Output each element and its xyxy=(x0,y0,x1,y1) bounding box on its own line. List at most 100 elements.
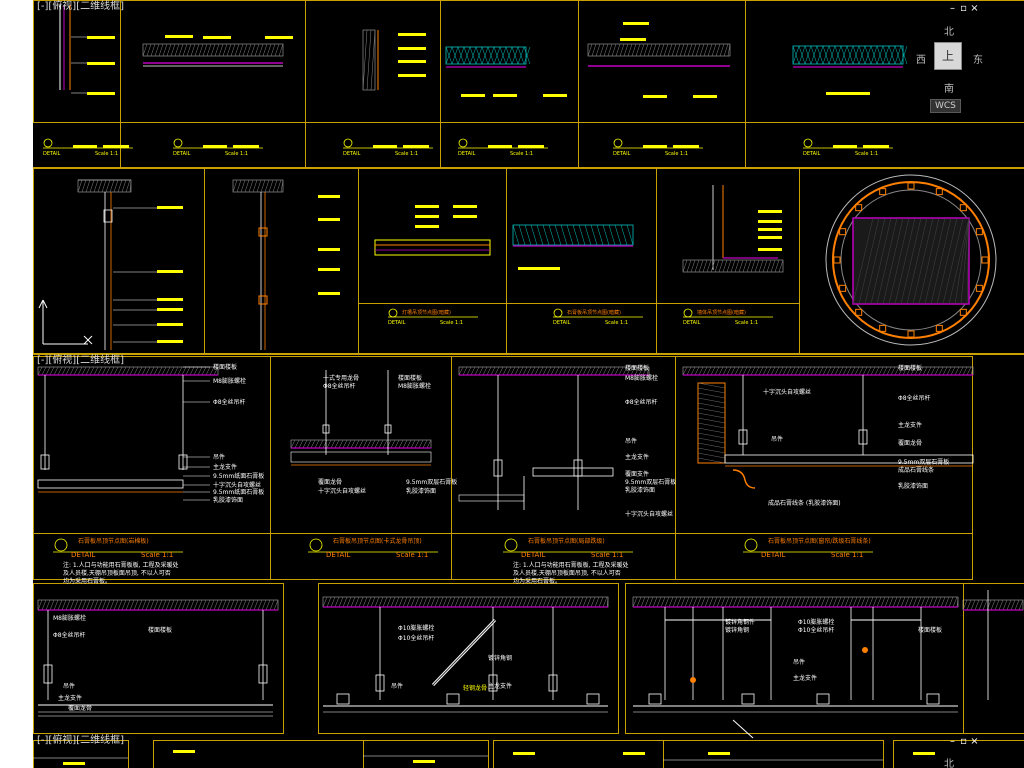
hatch-line xyxy=(772,596,778,608)
hatch-line xyxy=(697,387,726,394)
hatch-line xyxy=(177,599,183,611)
hatch-line xyxy=(73,599,79,611)
hatch-line xyxy=(560,224,568,246)
hatch-line xyxy=(954,217,970,305)
label-bar xyxy=(87,36,115,39)
hatch-line xyxy=(932,596,938,608)
hanger-bracket xyxy=(493,459,503,477)
frame-cell xyxy=(963,583,1024,734)
hatch-line xyxy=(699,43,705,57)
hatch-line xyxy=(326,439,332,449)
compass-east[interactable]: 东 xyxy=(973,55,983,66)
frame-cell xyxy=(33,0,121,123)
hatch-line xyxy=(326,596,332,608)
hatch-line xyxy=(912,217,934,305)
frame-cell xyxy=(358,168,507,354)
close-button[interactable]: × xyxy=(970,736,979,747)
hatch-line xyxy=(655,43,661,57)
hatch-line xyxy=(606,366,612,376)
compass-west[interactable]: 西 xyxy=(916,55,926,66)
viewport-label-middle[interactable]: [-][俯视][二维线框] xyxy=(37,355,125,366)
viewport-label-top[interactable]: [-][俯视][二维线框] xyxy=(37,1,125,12)
viewcube-top-face[interactable]: 上 xyxy=(934,42,962,70)
label-bar xyxy=(826,92,848,95)
hatch-line xyxy=(810,45,818,65)
compass-north[interactable]: 北 xyxy=(944,27,954,38)
detail-caption: DETAIL xyxy=(521,551,545,559)
hatch-line xyxy=(69,599,75,611)
hatch-line xyxy=(754,366,760,376)
label-bar xyxy=(758,228,782,231)
detail-note: 注: 1.人口与功能用石膏板板, 工程及采暖处及人员楼,天棚吊顶板面吊顶, 不以… xyxy=(63,561,178,585)
wcs-menu[interactable]: WCS xyxy=(930,99,961,113)
hatch-line xyxy=(582,366,588,376)
callout-label: 楼面楼板 xyxy=(918,626,942,634)
hatch-line xyxy=(125,179,131,193)
hatch-line xyxy=(900,45,908,65)
hatch-line xyxy=(466,366,472,376)
hatch-line xyxy=(638,366,644,376)
hatch-line xyxy=(828,596,834,608)
hatch-line xyxy=(936,596,942,608)
hatch-line xyxy=(133,366,139,376)
hatch-line xyxy=(554,366,560,376)
hatch-line xyxy=(232,179,238,193)
hatch-line xyxy=(778,259,784,273)
hatch-line xyxy=(85,366,91,376)
window-controls-bottom: –▫× xyxy=(947,736,980,747)
hatch-line xyxy=(774,366,780,376)
hatch-line xyxy=(234,43,240,57)
hatch-line xyxy=(966,366,972,376)
hatch-line xyxy=(109,179,115,193)
hatch-line xyxy=(646,366,650,376)
hatch-line xyxy=(752,596,758,608)
restore-button[interactable]: ▫ xyxy=(960,736,967,747)
hatch-line xyxy=(145,599,151,611)
hatch-line xyxy=(898,366,904,376)
hatch-line xyxy=(748,596,754,608)
hatch-line xyxy=(161,599,167,611)
callout-label: Φ10膨胀螺栓 xyxy=(798,618,834,626)
callout-label: 主龙支件 xyxy=(488,682,512,690)
hatch-line xyxy=(314,439,320,449)
restore-button[interactable]: ▫ xyxy=(960,3,967,14)
hatch-line xyxy=(750,366,756,376)
hanger-bracket xyxy=(43,664,53,684)
hatch-line xyxy=(81,179,87,193)
hatch-line xyxy=(121,179,127,193)
hatch-line xyxy=(457,46,465,65)
callout-label: 镀锌角钢 xyxy=(725,626,749,634)
minimize-button[interactable]: – xyxy=(950,736,955,747)
hatch-line xyxy=(264,179,270,193)
hanger-bracket xyxy=(258,227,268,237)
detail-caption: DETAIL xyxy=(71,551,95,559)
hatch-line xyxy=(548,224,556,246)
hatch-line xyxy=(252,179,258,193)
label-bar xyxy=(461,94,485,97)
viewport-label-bottom[interactable]: [-][俯视][二维线框] xyxy=(37,735,125,746)
compass-north-bottom[interactable]: 北 xyxy=(944,759,954,768)
detail-caption: DETAIL xyxy=(173,151,191,157)
minimize-button[interactable]: – xyxy=(950,3,955,14)
hatch-line xyxy=(706,259,712,273)
frame-cell xyxy=(893,740,1024,768)
detail-marker xyxy=(309,538,323,552)
light-fixture xyxy=(446,693,460,705)
close-button[interactable]: × xyxy=(970,3,979,14)
compass-south[interactable]: 南 xyxy=(944,84,954,95)
hatch-line xyxy=(338,596,344,608)
hatch-line xyxy=(498,366,504,376)
hatch-line xyxy=(97,179,103,193)
hatch-line xyxy=(876,596,882,608)
hatch-line xyxy=(205,366,211,376)
label-bar xyxy=(453,205,477,208)
hatch-line xyxy=(173,366,179,376)
hatch-line xyxy=(586,596,592,608)
hatch-line xyxy=(864,217,886,305)
hanger-bracket xyxy=(103,209,113,223)
callout-label: 镀锌角钢 xyxy=(488,654,512,662)
hatch-line xyxy=(274,43,280,57)
hatch-line xyxy=(695,43,701,57)
